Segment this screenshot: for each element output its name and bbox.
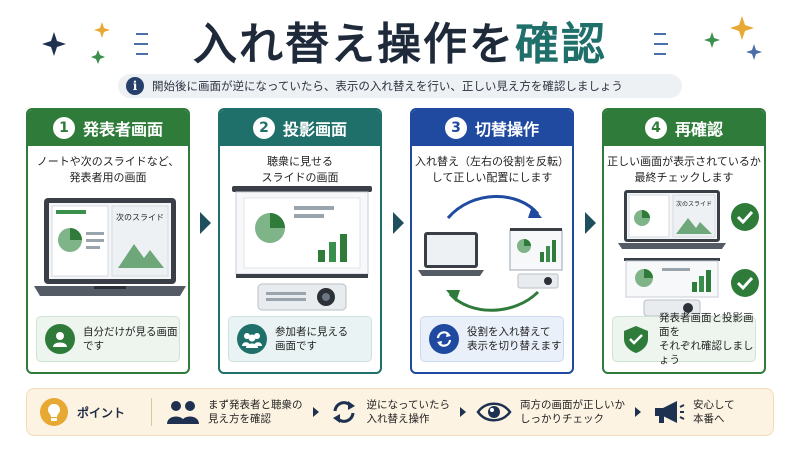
step-1-header: 1 発表者画面 [28, 110, 188, 146]
point-arrow-1 [312, 407, 319, 417]
step-2-header: 2 投影画面 [220, 110, 380, 146]
step-card-4: 4 再確認 正しい画面が表示されているか最終チェックします 次のスライド [602, 108, 766, 374]
laptop-presenter-icon: 次のスライド [34, 198, 186, 296]
point-item-2: 逆になっていたら入れ替え操作 [329, 398, 450, 426]
info-icon: i [126, 77, 144, 95]
flow-arrow-2 [393, 212, 404, 234]
point-arrow-3 [634, 407, 641, 417]
sparkle-right-icon [654, 16, 762, 60]
step-1-footer: 自分だけが見る画面です [36, 316, 180, 362]
step-3-footer: 役割を入れ替えて表示を切り替えます [420, 316, 564, 362]
step-3-header: 3 切替操作 [412, 110, 572, 146]
point-bar: ポイント まず発表者と聴衆の見え方を確認 逆になっていたら入れ替え操作 両方の画… [26, 388, 774, 436]
check-icon-1 [731, 203, 759, 231]
eye-icon [476, 402, 512, 422]
page-title: 入れ替え操作を確認 [193, 19, 607, 70]
step-2-title: 投影画面 [282, 120, 347, 139]
step-2-description: 聴衆に見せるスライドの画面 [261, 155, 339, 184]
title-accent: 確認 [515, 19, 607, 70]
step-card-2: 2 投影画面 聴衆に見せるスライドの画面 参加者に見える画面です [218, 108, 382, 374]
step-4-number: 4 [644, 117, 667, 139]
step-2-footer: 参加者に見える画面です [228, 316, 372, 362]
next-slide-label: 次のスライド [116, 212, 164, 222]
subtitle-bar: i 開始後に画面が逆になっていたら、表示の入れ替えを行い、正しい見え方を確認しま… [118, 74, 682, 98]
step-4-header: 4 再確認 [604, 110, 764, 146]
step-4-title: 再確認 [674, 120, 723, 139]
point-item-1: まず発表者と聴衆の見え方を確認 [166, 398, 303, 426]
subtitle-text: 開始後に画面が逆になっていたら、表示の入れ替えを行い、正しい見え方を確認しましょ… [152, 79, 623, 93]
projector-screen-icon [232, 186, 372, 311]
flow-arrow-3 [585, 212, 596, 234]
swap-diagram-icon [418, 195, 563, 312]
step-3-description: 入れ替え（左右の役割を反転）して正しい配置にします [415, 155, 569, 184]
people-icon [167, 401, 199, 424]
next-slide-label-4: 次のスライド [676, 200, 712, 208]
step-card-1: 1 発表者画面 ノートや次のスライドなど、発表者用の画面 次のスライド 自分だけ… [26, 108, 190, 374]
sparkle-left-icon [42, 22, 148, 64]
step-4-description: 正しい画面が表示されているか最終チェックします [607, 155, 761, 184]
megaphone-icon [654, 401, 685, 423]
audience-icon [237, 324, 267, 354]
step-4-footer: 発表者画面と投影画面をそれぞれ確認しましょう [612, 312, 756, 366]
point-label: ポイント [77, 405, 126, 420]
step-1-title: 発表者画面 [82, 120, 163, 139]
recheck-screens-icon: 次のスライド [618, 190, 726, 317]
step-3-number: 3 [444, 117, 467, 139]
point-divider [151, 398, 152, 426]
refresh-icon [429, 324, 459, 354]
lightbulb-icon [39, 397, 69, 427]
user-icon [45, 324, 75, 354]
step-3-title: 切替操作 [474, 120, 539, 139]
shield-check-icon [621, 324, 651, 354]
flow-arrow-1 [200, 212, 211, 234]
step-card-3: 3 切替操作 入れ替え（左右の役割を反転）して正しい配置にします 役割を入れ替え… [410, 108, 574, 374]
point-arrow-2 [459, 407, 466, 417]
check-icon-2 [731, 269, 759, 297]
swap-arrows-icon [332, 401, 355, 423]
step-1-number: 1 [52, 117, 75, 139]
step-1-description: ノートや次のスライドなど、発表者用の画面 [36, 155, 180, 184]
step-2-number: 2 [252, 117, 275, 139]
point-item-3: 両方の画面が正しいかしっかりチェック [476, 398, 625, 426]
point-item-4: 安心して本番へ [651, 398, 735, 426]
